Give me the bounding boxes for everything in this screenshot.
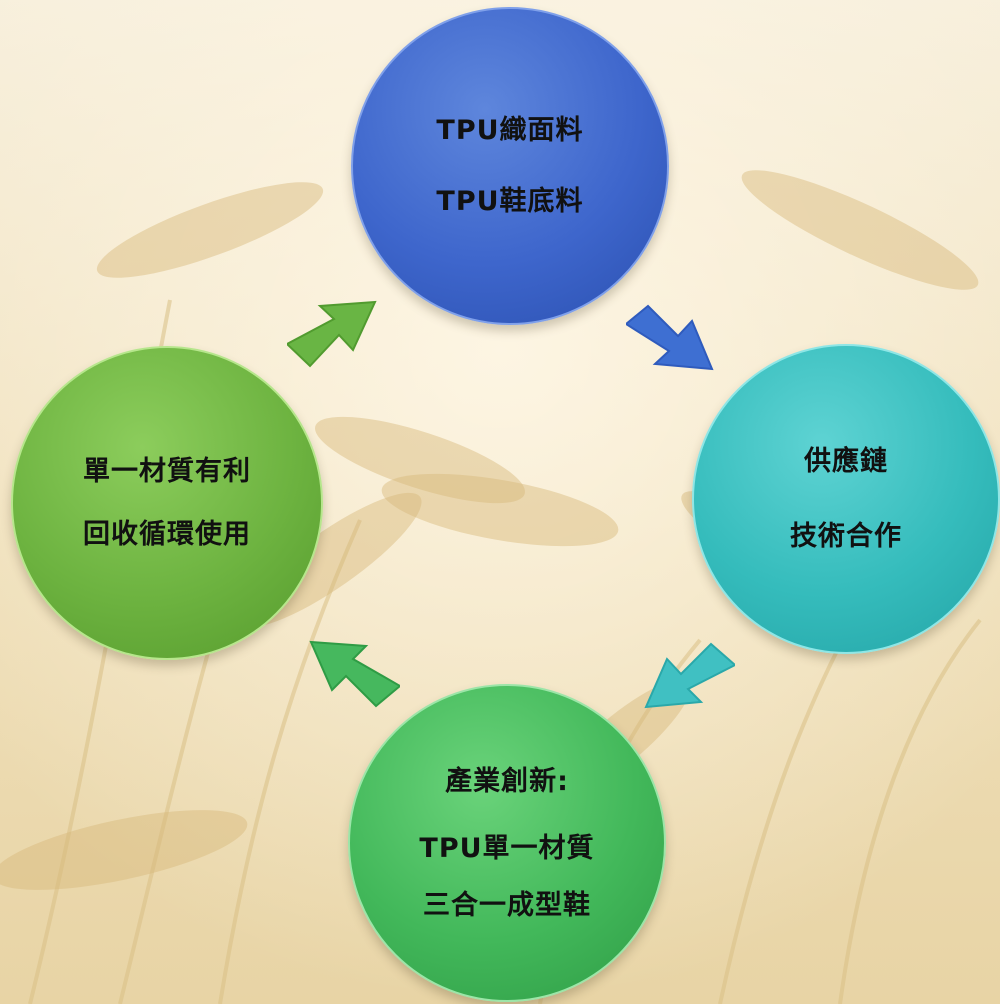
node-top-line-1: TPU織面料 bbox=[436, 115, 584, 146]
node-right-line-1: 供應鏈 bbox=[804, 446, 888, 477]
node-right: 供應鏈 技術合作 bbox=[692, 344, 1000, 654]
node-left-line-1: 單一材質有利 bbox=[83, 456, 251, 487]
node-bottom-line-3: 三合一成型鞋 bbox=[423, 889, 591, 921]
node-bottom-line-1: 產業創新: bbox=[445, 765, 569, 797]
node-top-line-2: TPU鞋底料 bbox=[436, 186, 584, 217]
node-bottom: 產業創新: TPU單一材質 三合一成型鞋 bbox=[348, 684, 666, 1002]
arrow-bottom-to-left bbox=[309, 640, 400, 708]
node-right-line-2: 技術合作 bbox=[790, 521, 902, 552]
arrow-left-to-top bbox=[287, 300, 377, 368]
node-bottom-line-2: TPU單一材質 bbox=[419, 832, 595, 864]
arrow-top-to-right bbox=[626, 304, 714, 371]
arrow-right-to-bottom bbox=[644, 642, 735, 709]
node-left: 單一材質有利 回收循環使用 bbox=[11, 346, 323, 660]
node-left-line-2: 回收循環使用 bbox=[83, 519, 251, 550]
node-top: TPU織面料 TPU鞋底料 bbox=[351, 7, 669, 325]
